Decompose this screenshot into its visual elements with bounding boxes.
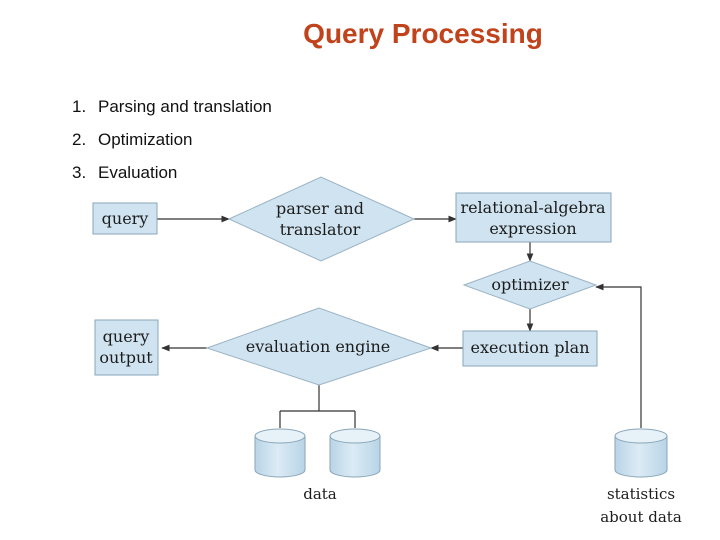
query-output-line1: query	[103, 327, 150, 346]
execution-plan-box: execution plan	[462, 330, 598, 367]
step-number: 1.	[72, 97, 87, 116]
data-label: data	[303, 485, 337, 503]
parser-label-line2: translator	[280, 220, 361, 239]
optimizer-diamond: optimizer	[462, 260, 598, 310]
data-cylinder-left	[254, 428, 306, 478]
slide-title: Query Processing	[303, 18, 543, 49]
step-item: 3. Evaluation	[72, 161, 272, 194]
evaluation-engine-label: evaluation engine	[246, 337, 390, 356]
step-item: 1. Parsing and translation	[72, 95, 272, 128]
step-item: 2. Optimization	[72, 128, 272, 161]
step-number: 3.	[72, 163, 87, 182]
query-box: query	[92, 202, 158, 235]
steps-list: 1. Parsing and translation 2. Optimization…	[72, 95, 272, 194]
parser-label-line1: parser and	[276, 199, 364, 218]
statistics-label-line2: about data	[600, 508, 682, 526]
optimizer-label: optimizer	[491, 275, 569, 294]
step-label: Optimization	[98, 130, 193, 149]
relalg-label-line2: expression	[489, 219, 576, 238]
execution-plan-label: execution plan	[471, 338, 590, 357]
evaluation-engine-diamond: evaluation engine	[205, 307, 433, 386]
query-output-box: query output	[94, 319, 159, 376]
query-output-line2: output	[99, 348, 153, 367]
query-label: query	[102, 209, 149, 228]
statistics-cylinder	[614, 428, 668, 478]
statistics-to-optimizer-arrow	[595, 283, 642, 428]
relalg-label-line1: relational-algebra	[460, 198, 606, 217]
statistics-label-line1: statistics	[607, 485, 675, 503]
step-label: Evaluation	[98, 163, 178, 182]
data-cylinder-right	[329, 428, 381, 478]
relational-algebra-box: relational-algebra expression	[455, 192, 612, 243]
step-number: 2.	[72, 130, 87, 149]
parser-translator-diamond: parser and translator	[227, 176, 416, 262]
step-label: Parsing and translation	[98, 97, 272, 116]
